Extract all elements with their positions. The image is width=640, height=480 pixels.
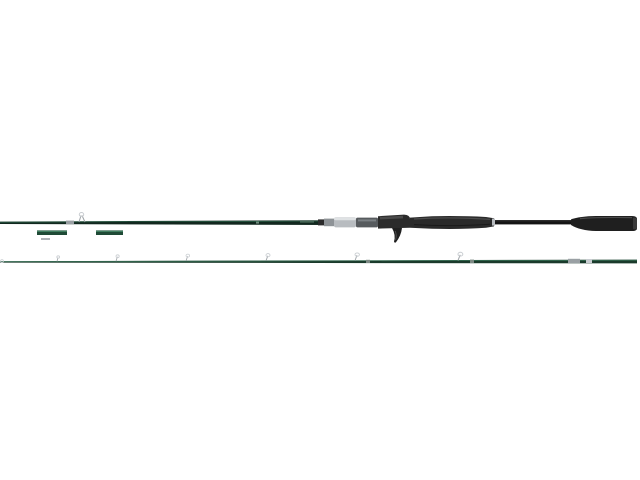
handle-shaft — [495, 220, 571, 225]
line-guide-icon — [56, 255, 60, 262]
winding-check — [318, 219, 324, 226]
ferrule-winding — [568, 258, 580, 264]
tip-top-guide — [0, 259, 4, 263]
blank-decal — [300, 221, 314, 223]
ferrule-cap — [37, 230, 67, 235]
tip-section-blank-highlight — [0, 259, 638, 262]
ferrule-cap-highlight — [96, 230, 123, 232]
ferrule-winding — [586, 259, 592, 263]
rear-grip-texture — [413, 217, 491, 220]
line-guide-icon — [115, 254, 120, 262]
line-guide-icon — [185, 253, 190, 262]
butt-grip-highlight — [579, 216, 633, 220]
rod-butt-section-icon — [0, 212, 637, 243]
butt-section-blank-highlight — [0, 220, 331, 223]
grip-end-ring — [492, 218, 495, 226]
line-guide-icon — [457, 251, 464, 261]
line-guide-icon — [78, 212, 86, 223]
rod-tip-section-icon — [0, 251, 638, 264]
butt-cap — [633, 217, 637, 230]
ferrule-cap — [96, 230, 123, 235]
ferrule-winding — [66, 220, 74, 225]
butt-grip — [571, 216, 637, 231]
guide-wrap — [366, 259, 370, 263]
blank-decal — [256, 221, 259, 224]
reel-seat-icon — [334, 214, 410, 243]
guide-wrap — [470, 259, 474, 263]
line-guide-icon — [265, 253, 271, 261]
rear-grip-texture — [413, 223, 491, 227]
ferrule-cap-highlight — [37, 230, 67, 232]
front-grip-ring — [324, 218, 334, 227]
line-guide-icon — [354, 252, 360, 261]
ferrule-cap-small — [41, 238, 50, 240]
